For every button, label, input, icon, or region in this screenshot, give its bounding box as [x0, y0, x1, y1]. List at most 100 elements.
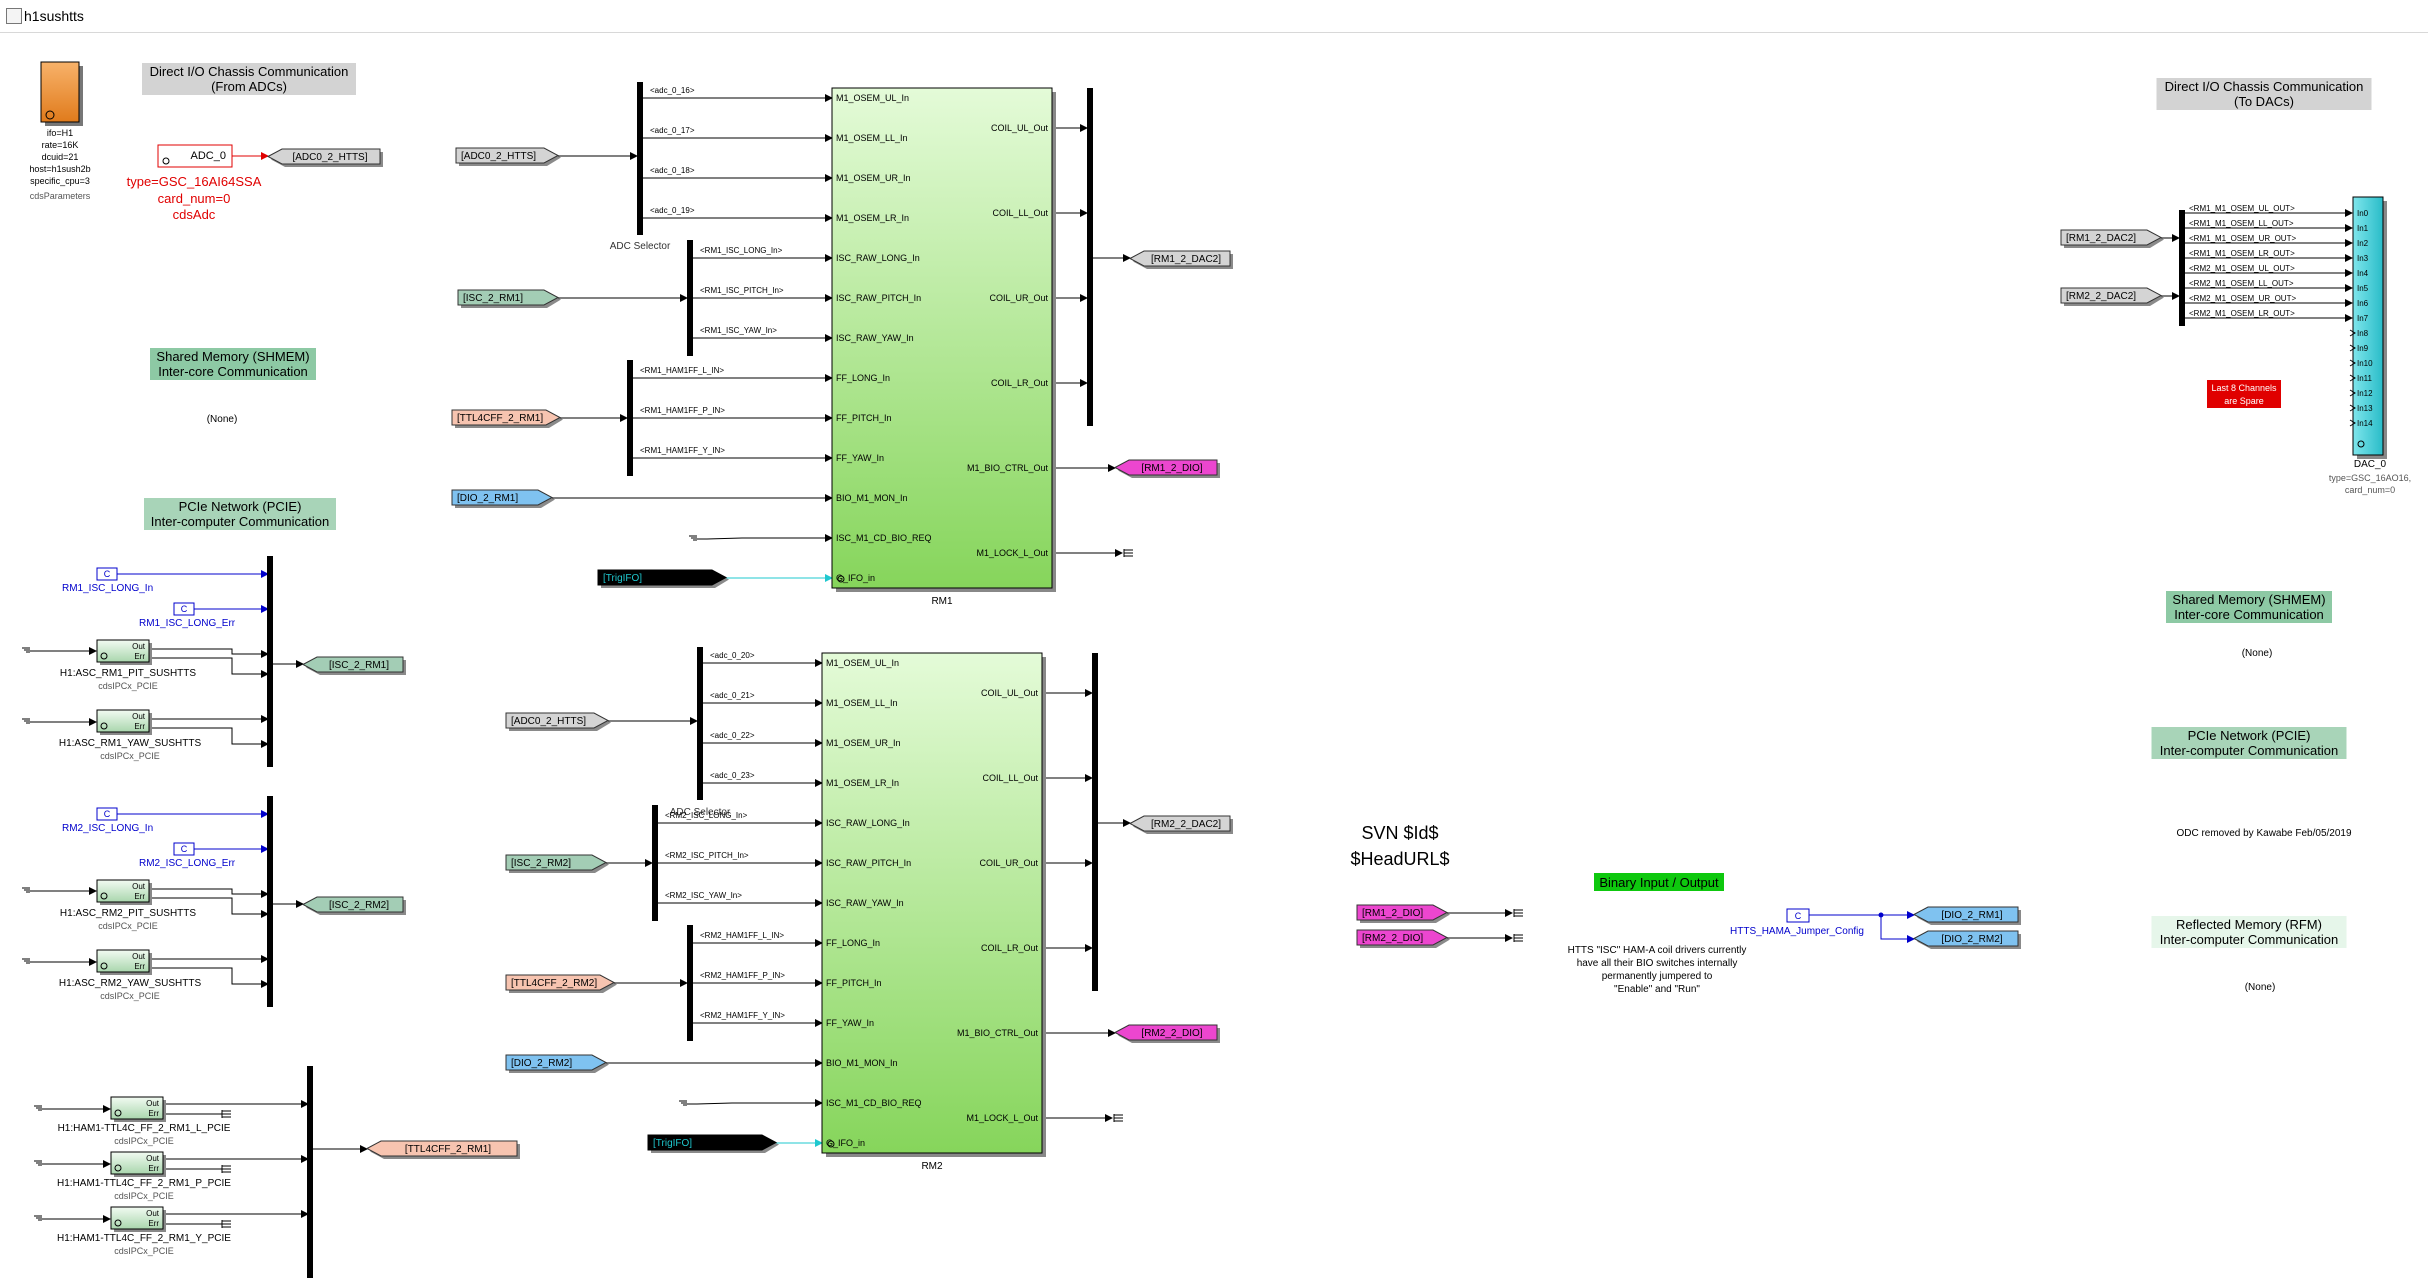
ipc-out-port: Out [132, 952, 146, 961]
adc-signal-label: <adc_0_17> [650, 126, 695, 135]
output-bus[interactable] [1087, 88, 1093, 426]
input-port-label: ISC_RAW_LONG_In [826, 818, 910, 828]
adc-goto-tag[interactable] [266, 148, 381, 165]
dac-goto-tag[interactable] [1128, 815, 1231, 832]
adc-from-tag[interactable] [455, 147, 560, 164]
signal-line [149, 657, 269, 678]
bus-continuation[interactable] [307, 1265, 313, 1278]
adc-from-tag-label: [ADC0_2_HTTS] [461, 151, 536, 162]
shmem-left-none: (None) [207, 414, 238, 425]
dac-port-label: In4 [2357, 269, 2369, 278]
constant-block[interactable] [96, 567, 118, 581]
ttl-goto-tag-label: [TTL4CFF_2_RM1] [405, 1144, 491, 1155]
ipc-type: cdsIPCx_PCIE [100, 991, 160, 1001]
isc-from-tag[interactable] [505, 854, 608, 871]
dac-port-label: In8 [2357, 329, 2369, 338]
const-label: RM2_ISC_LONG_Err [139, 858, 236, 869]
isc-selector-bus[interactable] [687, 240, 693, 356]
trig-ifo-tag[interactable] [647, 1134, 778, 1151]
ttl-selector-bus[interactable] [687, 925, 693, 1041]
dac-port-label: In2 [2357, 239, 2369, 248]
dac-goto-tag[interactable] [1128, 250, 1231, 267]
ipc-block[interactable] [110, 1151, 164, 1175]
dio-from-tag[interactable] [451, 489, 554, 506]
trig-ifo-tag[interactable] [597, 569, 728, 586]
dio-rm2-goto-tag[interactable] [1912, 930, 2019, 947]
htts-note-line: HTTS "ISC" HAM-A coil drivers currently [1568, 945, 1747, 956]
rm2-dio-from-tag[interactable] [1356, 929, 1449, 946]
jumper-constant-block[interactable] [1786, 908, 1810, 923]
ttl-from-tag[interactable] [505, 974, 616, 991]
shmem-left-title [150, 348, 316, 380]
ipc-block[interactable] [96, 879, 150, 903]
ipc-block[interactable] [110, 1096, 164, 1120]
adc-selector-bus[interactable] [697, 647, 703, 800]
ipc-block[interactable] [96, 709, 150, 733]
dio-rm1-goto-tag[interactable] [1912, 906, 2019, 923]
constant-block[interactable] [173, 842, 195, 856]
direct-io-from-adc-title-line: Direct I/O Chassis Communication [150, 64, 349, 79]
ipc-err-port: Err [134, 892, 145, 901]
ipc-err-port: Err [148, 1164, 159, 1173]
rm1-subsystem-block[interactable] [831, 87, 1053, 589]
dac-port-label: In11 [2357, 374, 2373, 383]
input-port-label: M1_OSEM_LR_In [826, 778, 899, 788]
ttl-bus[interactable] [307, 1066, 313, 1265]
rm1-dio-from-tag[interactable] [1356, 904, 1449, 921]
constant-block[interactable] [96, 807, 118, 821]
branch-point [1878, 912, 1884, 918]
input-port-label: ISC_M1_CD_BIO_REQ [826, 1098, 922, 1108]
dio-goto-tag[interactable] [1113, 1024, 1218, 1041]
ipc-type: cdsIPCx_PCIE [98, 921, 158, 931]
isc-goto-tag[interactable] [301, 896, 404, 913]
ipc-err-port: Err [134, 962, 145, 971]
output-port-label: COIL_LL_Out [992, 208, 1048, 218]
dac-bus[interactable] [2179, 210, 2185, 326]
constant-value: C [104, 569, 111, 579]
rm2-dac-from-tag[interactable] [2060, 287, 2163, 304]
isc-bus[interactable] [267, 796, 273, 1007]
rm2-subsystem-block[interactable] [821, 652, 1043, 1154]
ttl-goto-tag[interactable] [365, 1140, 518, 1157]
ttl-selector-bus[interactable] [627, 360, 633, 476]
input-port-label: ISC_RAW_YAW_In [826, 898, 904, 908]
ipc-block[interactable] [96, 949, 150, 973]
ipc-block[interactable] [110, 1206, 164, 1230]
pcie-left-title-line: Inter-computer Communication [151, 514, 329, 529]
adc-block[interactable] [157, 144, 233, 168]
adc-selector-label: ADC Selector [610, 241, 671, 252]
constant-block[interactable] [173, 602, 195, 616]
bio-title-box [1594, 873, 1724, 891]
isc-from-tag[interactable] [457, 289, 560, 306]
rm1-dac-from-tag-label: [RM1_2_DAC2] [2066, 233, 2136, 244]
signal-line [149, 888, 269, 898]
terminator-icon [34, 1160, 52, 1166]
spare-note-box [2207, 380, 2281, 408]
dac-signal-label: <RM2_M1_OSEM_UR_OUT> [2189, 294, 2296, 303]
isc-selector-bus[interactable] [652, 805, 658, 921]
isc-goto-tag[interactable] [301, 656, 404, 673]
isc-bus[interactable] [267, 556, 273, 767]
ttl-signal-label: <RM2_HAM1FF_L_IN> [700, 931, 784, 940]
rm1-dac-from-tag[interactable] [2060, 229, 2163, 246]
dac-signal-label: <RM1_M1_OSEM_UL_OUT> [2189, 204, 2295, 213]
isc-signal-label: <RM1_ISC_PITCH_In> [700, 286, 784, 295]
output-bus[interactable] [1092, 653, 1098, 991]
adc-signal-label: <adc_0_19> [650, 206, 695, 215]
dio-from-tag[interactable] [505, 1054, 608, 1071]
adc-type: type=GSC_16AI64SSA [127, 174, 262, 189]
adc-from-tag[interactable] [505, 712, 610, 729]
dio-goto-tag[interactable] [1113, 459, 1218, 476]
isc-from-tag-label: [ISC_2_RM2] [511, 858, 571, 869]
shmem-right-title [2166, 591, 2332, 623]
simulink-diagram[interactable]: ifo=H1rate=16Kdcuid=21host=h1sush2bspeci… [0, 33, 2428, 1278]
link-icon [2357, 440, 2365, 448]
ttl-from-tag[interactable] [451, 409, 562, 426]
adc-selector-bus[interactable] [637, 82, 643, 235]
ipc-block[interactable] [96, 639, 150, 663]
ipc-out-port: Out [146, 1099, 160, 1108]
rfm-right-none: (None) [2245, 982, 2276, 993]
dac-block[interactable] [2352, 196, 2384, 456]
ipc-type: cdsIPCx_PCIE [100, 751, 160, 761]
